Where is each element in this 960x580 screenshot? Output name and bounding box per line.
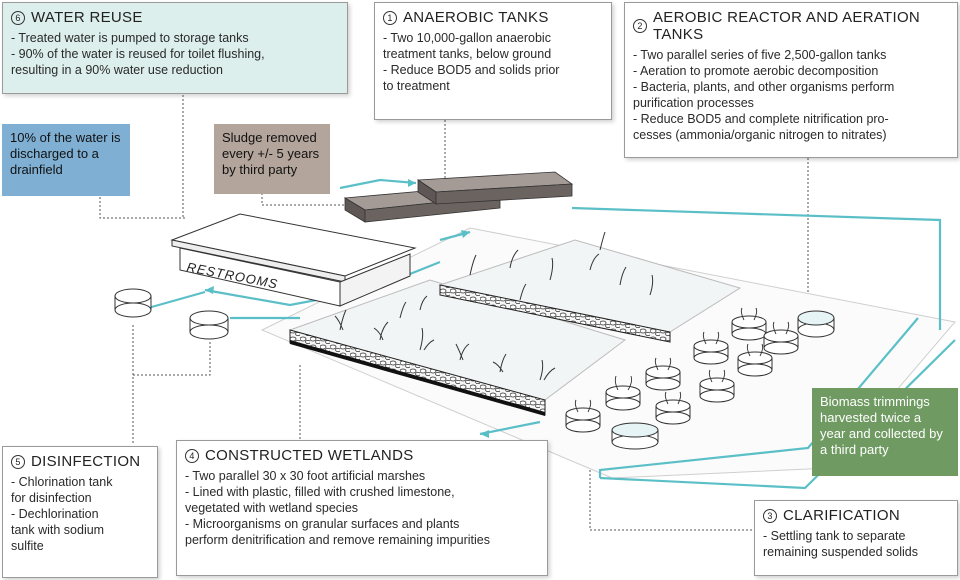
aerobic-line: purification processes xyxy=(633,96,754,110)
clarification-line: - Settling tank to separate xyxy=(763,529,906,543)
wetland-marsh-front xyxy=(288,279,627,416)
anaerobic-line: treatment tanks, below ground xyxy=(383,47,552,61)
dechlorination-tank xyxy=(189,310,229,340)
pipe-aerobic-return xyxy=(598,317,919,478)
tank xyxy=(655,399,691,425)
water-reuse-line: - 90% of the water is reused for toilet … xyxy=(11,47,265,61)
clarification-header: 3 CLARIFICATION xyxy=(763,507,949,524)
water-reuse-header: 6 WATER REUSE xyxy=(11,9,339,26)
sludge-note-text: Sludge removed every +/- 5 years by thir… xyxy=(222,130,320,177)
aerobic-reactor-box: 2 AEROBIC REACTOR AND AERATION TANKS - T… xyxy=(624,2,958,158)
clarification-line: remaining suspended solids xyxy=(763,545,918,559)
pipe-to-anaerobic xyxy=(339,178,417,190)
anaerobic-line: to treatment xyxy=(383,79,450,93)
constructed-wetlands-box: 4 CONSTRUCTED WETLANDS - Two parallel 30… xyxy=(176,440,548,576)
leader-sludge xyxy=(261,193,345,206)
water-reuse-line: - Treated water is pumped to storage tan… xyxy=(11,31,249,45)
aerobic-line: - Bacteria, plants, and other organisms … xyxy=(633,80,895,94)
pipe-to-wetland xyxy=(479,420,541,436)
water-reuse-line: resulting in a 90% water use reduction xyxy=(11,63,223,77)
wetlands-line: - Microorganisms on granular surfaces an… xyxy=(185,517,460,531)
anaerobic-tanks-box: 1 ANAEROBIC TANKS - Two 10,000-gallon an… xyxy=(374,2,612,120)
aerobic-line: - Two parallel series of five 2,500-gall… xyxy=(633,48,887,62)
tank xyxy=(737,351,773,377)
wetland-plants xyxy=(334,231,654,381)
biomass-note-text: Biomass trimmings harvested twice a year… xyxy=(820,394,943,457)
tank xyxy=(699,377,735,403)
step-number: 6 xyxy=(11,10,25,25)
anaerobic-line: - Reduce BOD5 and solids prior xyxy=(383,63,560,77)
clarification-box: 3 CLARIFICATION - Settling tank to separ… xyxy=(754,500,958,576)
step-number: 4 xyxy=(185,448,199,463)
disinfection-line: - Chlorination tank xyxy=(11,475,113,489)
biomass-note: Biomass trimmings harvested twice a year… xyxy=(812,388,958,476)
step-number: 2 xyxy=(633,19,647,33)
tank xyxy=(611,422,659,450)
disinfection-line: - Dechlorination xyxy=(11,507,99,521)
aerobic-line: - Aeration to promote aerobic decomposit… xyxy=(633,64,879,78)
disinfection-title: DISINFECTION xyxy=(31,453,141,470)
tank xyxy=(797,310,835,338)
step-number: 3 xyxy=(763,508,777,523)
anaerobic-header: 1 ANAEROBIC TANKS xyxy=(383,9,603,26)
tank xyxy=(645,365,681,391)
tank xyxy=(693,339,729,365)
aerobic-tanks xyxy=(565,310,835,450)
water-reuse-title: WATER REUSE xyxy=(31,9,143,26)
clarification-title: CLARIFICATION xyxy=(783,507,900,524)
leader-drainfield xyxy=(99,197,185,219)
wetlands-header: 4 CONSTRUCTED WETLANDS xyxy=(185,447,539,464)
wetland-marsh-back xyxy=(438,239,742,343)
pipe-tanks-to-restroom xyxy=(147,290,206,310)
disinfection-line: for disinfection xyxy=(11,491,92,505)
tank xyxy=(763,329,799,355)
step-number: 5 xyxy=(11,454,25,469)
aerobic-line: - Reduce BOD5 and complete nitrification… xyxy=(633,112,889,126)
wetlands-line: - Lined with plastic, filled with crushe… xyxy=(185,485,455,499)
disinfection-line: tank with sodium xyxy=(11,523,105,537)
leader-disinfection-2 xyxy=(133,340,211,376)
disinfection-header: 5 DISINFECTION xyxy=(11,453,149,470)
water-reuse-box: 6 WATER REUSE - Treated water is pumped … xyxy=(2,2,348,94)
aerobic-title: AEROBIC REACTOR AND AERATION TANKS xyxy=(653,9,921,43)
tank xyxy=(605,385,641,411)
step-number: 1 xyxy=(383,10,397,25)
anaerobic-title: ANAEROBIC TANKS xyxy=(403,9,549,26)
wetlands-line: - Two parallel 30 x 30 foot artificial m… xyxy=(185,469,426,483)
aerobic-line: cesses (ammonia/organic nitrogen to nitr… xyxy=(633,128,887,142)
anaerobic-tank-2 xyxy=(416,171,574,205)
chlorination-tank xyxy=(114,288,152,318)
tank-plants xyxy=(574,307,790,413)
wetlands-line: vegetated with wetland species xyxy=(185,501,359,515)
anaerobic-line: - Two 10,000-gallon anaerobic xyxy=(383,31,551,45)
aerobic-header: 2 AEROBIC REACTOR AND AERATION TANKS xyxy=(633,9,949,43)
wetlands-line: perform denitrification and remove remai… xyxy=(185,533,490,547)
drainfield-note-text: 10% of the water is discharged to a drai… xyxy=(10,130,121,177)
restrooms-building xyxy=(170,213,417,307)
pipe-arrows xyxy=(205,179,489,438)
wetlands-title: CONSTRUCTED WETLANDS xyxy=(205,447,414,464)
sludge-note: Sludge removed every +/- 5 years by thir… xyxy=(214,124,330,194)
pipe-anaerobic-to-aerobic xyxy=(571,206,942,330)
disinfection-line: sulfite xyxy=(11,539,44,553)
tank xyxy=(565,407,601,433)
drainfield-note: 10% of the water is discharged to a drai… xyxy=(2,124,130,196)
tank xyxy=(731,315,767,341)
disinfection-box: 5 DISINFECTION - Chlorination tank for d… xyxy=(2,446,158,578)
